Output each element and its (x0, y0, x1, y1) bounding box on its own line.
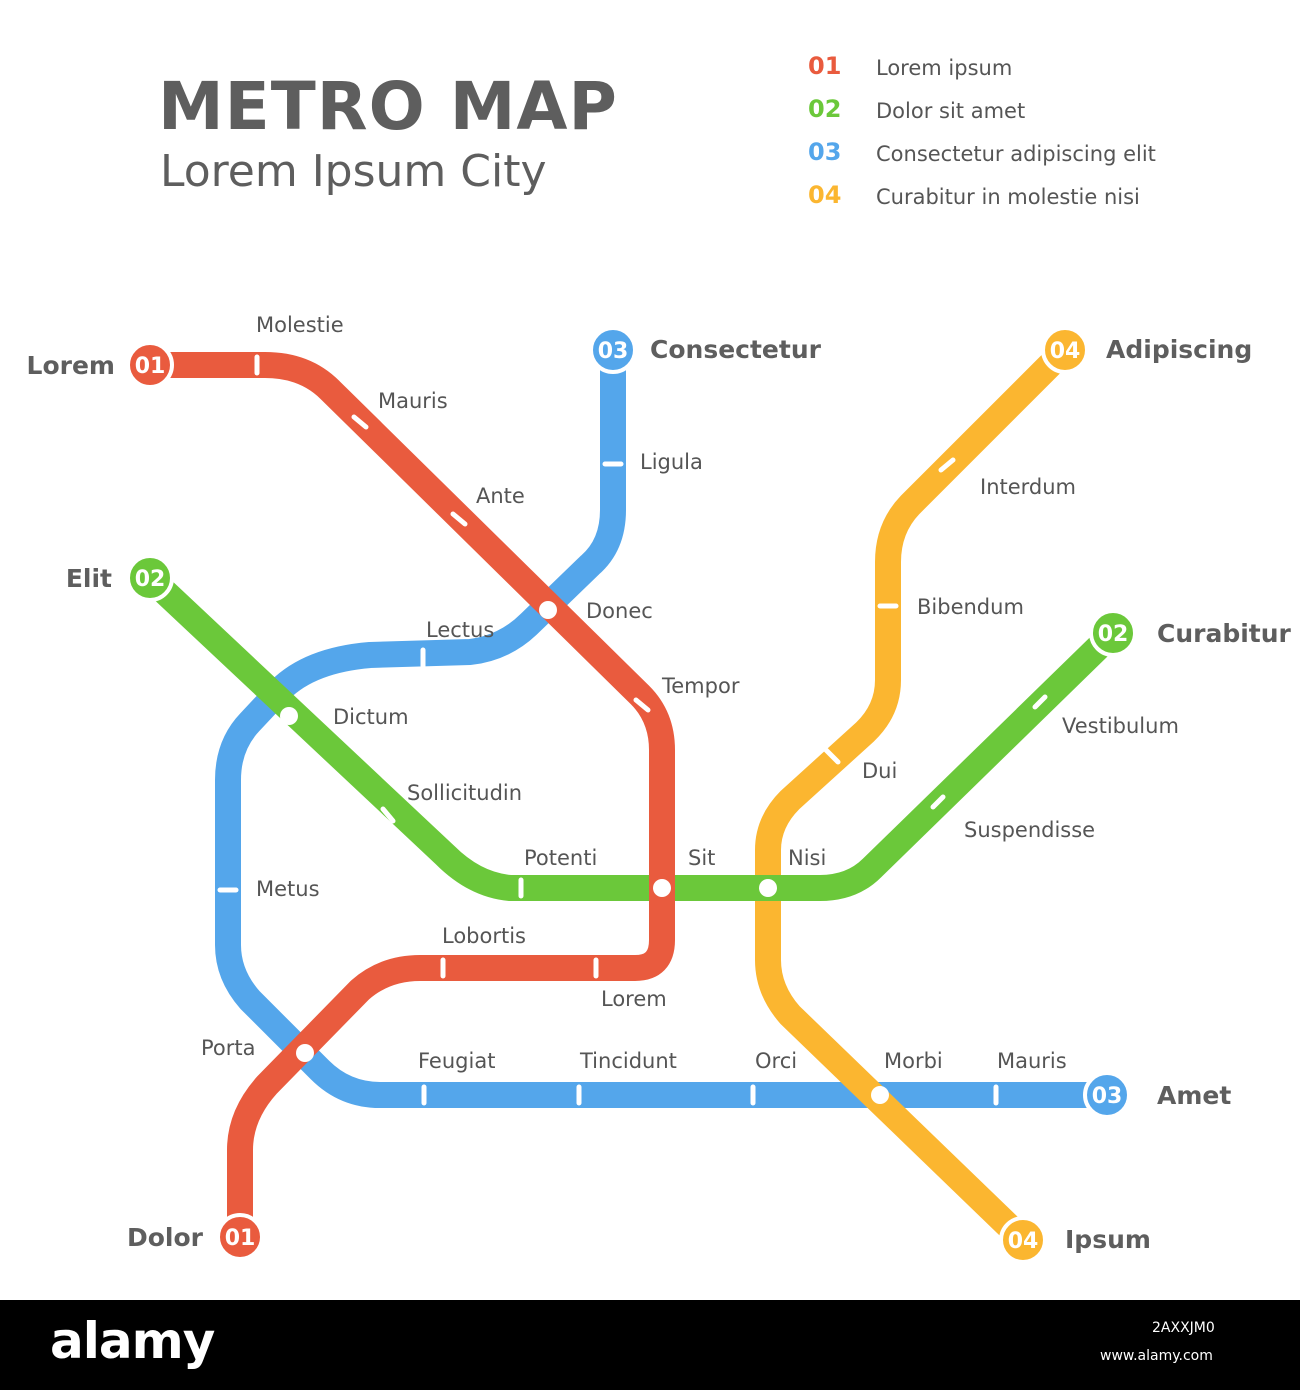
station-label-suspendisse: Suspendisse (964, 818, 1095, 842)
station-label-lectus: Lectus (426, 618, 494, 642)
tick-sollicitudin (380, 806, 396, 824)
station-label-lobortis: Lobortis (442, 924, 526, 948)
metro-map-canvas: METRO MAP Lorem Ipsum City 01 Lorem ipsu… (27, 52, 1292, 1264)
station-label-molestie: Molestie (256, 313, 344, 337)
legend-item-01: 01 Lorem ipsum (808, 52, 1228, 92)
legend-line-number: 04 (808, 181, 842, 209)
station-label-feugiat: Feugiat (418, 1049, 495, 1073)
station-label-donec: Donec (586, 599, 653, 623)
station-label-tempor: Tempor (661, 674, 740, 698)
station-ticks (217, 354, 1048, 1106)
tick-suspendisse (930, 794, 946, 810)
tick-mauris-1 (351, 414, 369, 430)
station-label-nisi: Nisi (788, 846, 826, 870)
station-label-morbi: Morbi (884, 1049, 943, 1073)
tick-interdum (938, 457, 956, 473)
station-label-metus: Metus (256, 877, 320, 901)
metro-network: 01 01 02 02 03 03 (27, 313, 1292, 1264)
terminal-label-consectetur: Consectetur (650, 335, 822, 364)
station-label-ligula: Ligula (640, 450, 703, 474)
station-label-mauris-1: Mauris (378, 389, 448, 413)
interchange-dictum (280, 707, 298, 725)
svg-text:01: 01 (225, 1226, 256, 1251)
terminal-label-dolor: Dolor (127, 1223, 204, 1252)
station-label-dui: Dui (862, 759, 897, 783)
map-subtitle: Lorem Ipsum City (160, 146, 547, 197)
legend-line-number: 03 (808, 138, 842, 166)
station-label-bibendum: Bibendum (917, 595, 1024, 619)
legend-item-04: 04 Curabitur in molestie nisi (808, 181, 1228, 221)
terminal-label-elit: Elit (66, 564, 112, 593)
station-label-potenti: Potenti (524, 846, 597, 870)
terminal-badge-03-amet: 03 (1083, 1071, 1131, 1119)
terminal-label-curabitur: Curabitur (1157, 619, 1292, 648)
svg-text:04: 04 (1050, 339, 1081, 364)
terminal-label-amet: Amet (1157, 1081, 1231, 1110)
station-label-interdum: Interdum (980, 475, 1076, 499)
line-02-route (137, 565, 1126, 901)
terminal-badge-02-elit: 02 (126, 554, 174, 602)
interchange-nisi (759, 879, 777, 897)
footer-bar: alamy 2AXXJM0 www.alamy.com (0, 1300, 1300, 1390)
legend-line-number: 01 (808, 52, 842, 80)
svg-text:03: 03 (1092, 1084, 1123, 1109)
terminal-badge-04-adipiscing: 04 (1041, 326, 1089, 374)
interchange-sit (653, 879, 671, 897)
svg-text:03: 03 (598, 339, 629, 364)
station-label-porta: Porta (201, 1036, 256, 1060)
svg-text:04: 04 (1008, 1229, 1039, 1254)
svg-text:02: 02 (135, 567, 166, 592)
map-title: METRO MAP (158, 68, 618, 145)
image-id: 2AXXJM0 (1152, 1320, 1215, 1336)
tick-vestibulum (1032, 694, 1048, 710)
station-label-vestibulum: Vestibulum (1062, 714, 1179, 738)
station-label-orci: Orci (755, 1049, 797, 1073)
legend-line-name: Dolor sit amet (876, 99, 1026, 123)
terminal-badge-04-ipsum: 04 (999, 1216, 1047, 1264)
interchange-porta (296, 1044, 314, 1062)
svg-text:01: 01 (135, 354, 166, 379)
site-url: www.alamy.com (1100, 1348, 1213, 1364)
legend-line-number: 02 (808, 95, 842, 123)
terminal-badge-01-lorem: 01 (126, 341, 174, 389)
interchange-donec (539, 601, 557, 619)
terminal-label-adipiscing: Adipiscing (1106, 335, 1252, 364)
legend-item-03: 03 Consectetur adipiscing elit (808, 138, 1228, 178)
station-label-lorem: Lorem (601, 987, 667, 1011)
interchange-stations (280, 601, 889, 1104)
terminal-badge-01-dolor: 01 (216, 1213, 264, 1261)
interchange-morbi (871, 1086, 889, 1104)
station-label-sollicitudin: Sollicitudin (407, 781, 522, 805)
svg-text:02: 02 (1098, 622, 1129, 647)
terminal-badge-03-consectetur: 03 (589, 326, 637, 374)
legend-line-name: Consectetur adipiscing elit (876, 142, 1156, 166)
legend-item-02: 02 Dolor sit amet (808, 95, 1228, 135)
station-label-mauris-2: Mauris (997, 1049, 1067, 1073)
station-label-sit: Sit (688, 846, 715, 870)
terminal-badge-02-curabitur: 02 (1089, 609, 1137, 657)
line-01-route (137, 352, 675, 1250)
terminal-label-ipsum: Ipsum (1065, 1225, 1151, 1254)
legend-line-name: Lorem ipsum (876, 56, 1013, 80)
tick-tempor (633, 697, 651, 713)
tick-ante (450, 511, 468, 527)
tick-dui (823, 747, 841, 765)
station-label-ante: Ante (476, 484, 525, 508)
station-label-tincidunt: Tincidunt (579, 1049, 677, 1073)
alamy-logo: alamy (50, 1312, 215, 1370)
legend-line-name: Curabitur in molestie nisi (876, 185, 1140, 209)
station-label-dictum: Dictum (333, 705, 409, 729)
line-04-route (755, 337, 1078, 1253)
terminal-label-lorem: Lorem (27, 351, 115, 380)
